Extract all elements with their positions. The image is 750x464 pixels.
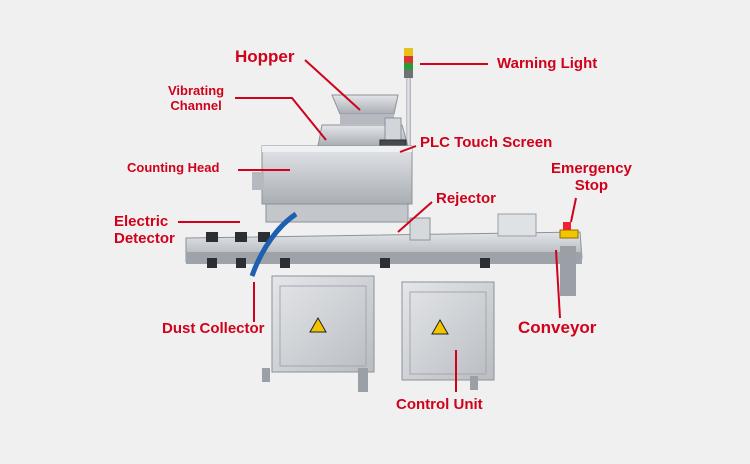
leader-vibrating-channel bbox=[235, 97, 327, 141]
label-electric-detector-line2: Detector bbox=[114, 230, 175, 248]
label-emergency-stop-line1: Emergency bbox=[551, 160, 632, 177]
leader-conveyor bbox=[555, 249, 561, 319]
label-vibrating-channel: Vibrating Channel bbox=[168, 83, 225, 114]
right-cabinet bbox=[401, 281, 495, 390]
label-electric-detector-line1: Electric bbox=[114, 213, 169, 230]
warning-light-tower bbox=[404, 48, 413, 188]
electric-detector-knobs bbox=[206, 232, 490, 268]
label-hopper: Hopper bbox=[235, 47, 295, 66]
label-emergency-stop-line2: Stop bbox=[574, 177, 609, 195]
label-vibrating-channel-line1: Vibrating bbox=[168, 83, 225, 98]
conveyor-bed bbox=[185, 213, 583, 296]
label-rejector: Rejector bbox=[436, 190, 497, 207]
label-plc-touch-screen: PLC Touch Screen bbox=[420, 134, 553, 151]
label-emergency-stop: Emergency Stop bbox=[551, 160, 632, 195]
label-dust-collector: Dust Collector bbox=[162, 320, 265, 337]
label-control-unit: Control Unit bbox=[396, 396, 483, 413]
dust-collector-hose bbox=[249, 211, 298, 277]
label-counting-head: Counting Head bbox=[127, 160, 220, 175]
leader-plc-touch-screen bbox=[399, 145, 417, 153]
leader-emergency-stop bbox=[570, 197, 577, 223]
leader-hopper bbox=[304, 59, 361, 111]
left-cabinet bbox=[262, 275, 375, 392]
counting-head bbox=[252, 145, 413, 223]
label-electric-detector: Electric Detector bbox=[114, 213, 175, 248]
label-warning-light: Warning Light bbox=[497, 55, 598, 72]
leader-rejector bbox=[397, 201, 433, 233]
label-vibrating-channel-line2: Channel bbox=[170, 97, 222, 113]
label-conveyor: Conveyor bbox=[518, 318, 597, 337]
